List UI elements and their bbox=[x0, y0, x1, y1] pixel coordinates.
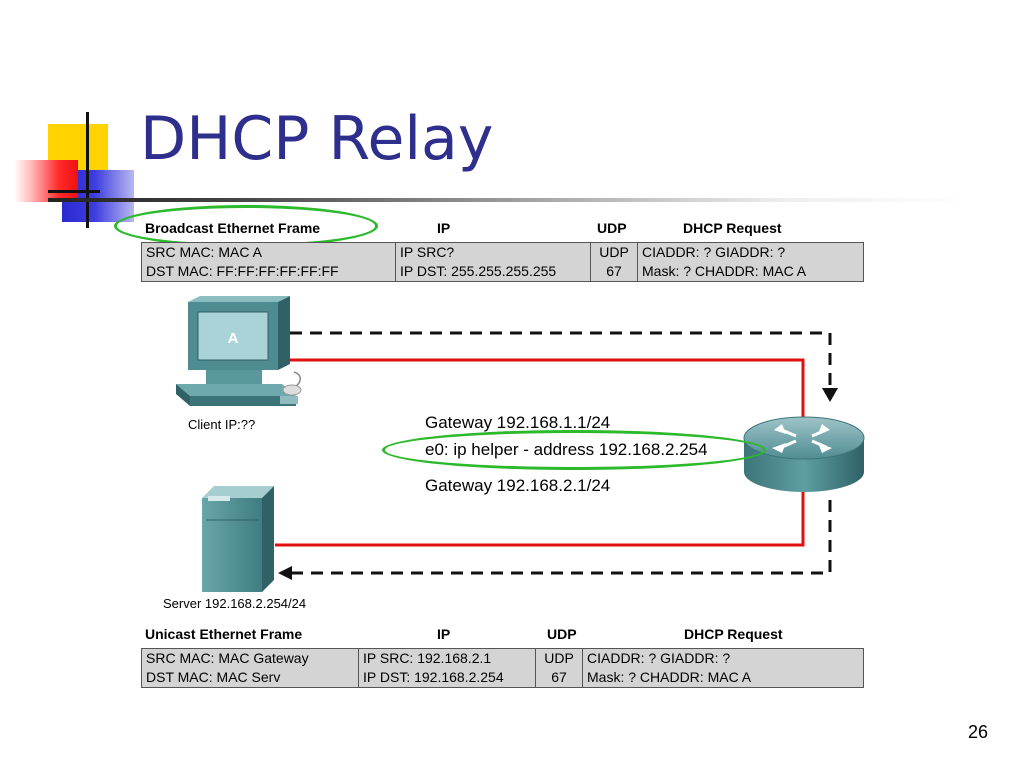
gateway-2-label: Gateway 192.168.2.1/24 bbox=[425, 476, 611, 495]
title-divider bbox=[48, 198, 968, 202]
broadcast-ip-src: IP SRC? bbox=[400, 244, 455, 260]
unicast-frame-table: SRC MAC: MAC Gateway DST MAC: MAC Serv I… bbox=[141, 648, 864, 688]
unicast-ip-dst: IP DST: 192.168.2.254 bbox=[363, 669, 504, 685]
decor-vertical-line bbox=[86, 112, 89, 228]
request-flow-arrow bbox=[290, 331, 832, 388]
broadcast-frame-table: SRC MAC: MAC A DST MAC: FF:FF:FF:FF:FF:F… bbox=[141, 242, 864, 282]
broadcast-udp-proto: UDP bbox=[599, 244, 629, 260]
broadcast-udp-port: 67 bbox=[606, 263, 622, 279]
server-ip-label: Server 192.168.2.254/24 bbox=[163, 596, 307, 611]
unicast-dhcp-cell: CIADDR: ? GIADDR: ? Mask: ? CHADDR: MAC … bbox=[582, 648, 864, 688]
unicast-dhcp-mask: Mask: ? CHADDR: MAC A bbox=[587, 669, 752, 685]
client-screen-label: A bbox=[228, 330, 239, 347]
broadcast-udp-cell: UDP 67 bbox=[590, 242, 638, 282]
broadcast-src-mac: SRC MAC: MAC A bbox=[146, 244, 262, 260]
relay-arrowhead bbox=[278, 566, 292, 580]
decor-horizontal-line bbox=[48, 190, 100, 193]
unicast-udp-cell: UDP 67 bbox=[535, 648, 583, 688]
client-ip-label: Client IP:?? bbox=[188, 417, 256, 432]
broadcast-ip-dst: IP DST: 255.255.255.255 bbox=[400, 263, 557, 279]
unicast-udp-port: 67 bbox=[551, 669, 567, 685]
ip-helper-highlight bbox=[382, 430, 766, 470]
unicast-mac-cell: SRC MAC: MAC Gateway DST MAC: MAC Serv bbox=[141, 648, 359, 688]
unicast-dst-mac: DST MAC: MAC Serv bbox=[146, 669, 281, 685]
request-arrowhead bbox=[822, 388, 838, 402]
unicast-frame-header: Unicast Ethernet Frame bbox=[145, 626, 303, 642]
unicast-ip-cell: IP SRC: 192.168.2.1 IP DST: 192.168.2.25… bbox=[358, 648, 536, 688]
router-server-link bbox=[275, 492, 805, 547]
broadcast-dhcp-addr: CIADDR: ? GIADDR: ? bbox=[642, 244, 786, 260]
unicast-src-mac: SRC MAC: MAC Gateway bbox=[146, 650, 309, 666]
broadcast-dst-mac: DST MAC: FF:FF:FF:FF:FF:FF bbox=[146, 263, 339, 279]
server-icon bbox=[202, 486, 274, 592]
slide-title: DHCP Relay bbox=[140, 104, 494, 174]
broadcast-udp-header: UDP bbox=[597, 220, 627, 236]
gateway-1-label: Gateway 192.168.1.1/24 bbox=[425, 413, 611, 432]
unicast-udp-proto: UDP bbox=[544, 650, 574, 666]
unicast-udp-header: UDP bbox=[547, 626, 577, 642]
decor-red-square bbox=[14, 160, 78, 202]
unicast-dhcp-header: DHCP Request bbox=[684, 626, 783, 642]
page-number: 26 bbox=[968, 722, 989, 742]
client-pc-icon bbox=[176, 296, 302, 406]
broadcast-ip-cell: IP SRC? IP DST: 255.255.255.255 bbox=[395, 242, 591, 282]
client-router-link bbox=[280, 358, 805, 420]
broadcast-dhcp-mask: Mask: ? CHADDR: MAC A bbox=[642, 263, 807, 279]
unicast-dhcp-addr: CIADDR: ? GIADDR: ? bbox=[587, 650, 731, 666]
unicast-ip-header: IP bbox=[437, 626, 451, 642]
broadcast-dhcp-header: DHCP Request bbox=[683, 220, 782, 236]
unicast-ip-src: IP SRC: 192.168.2.1 bbox=[363, 650, 492, 666]
router-icon bbox=[743, 416, 865, 492]
broadcast-mac-cell: SRC MAC: MAC A DST MAC: FF:FF:FF:FF:FF:F… bbox=[141, 242, 396, 282]
broadcast-dhcp-cell: CIADDR: ? GIADDR: ? Mask: ? CHADDR: MAC … bbox=[637, 242, 864, 282]
broadcast-ip-header: IP bbox=[437, 220, 451, 236]
relay-flow-arrow bbox=[292, 500, 832, 575]
